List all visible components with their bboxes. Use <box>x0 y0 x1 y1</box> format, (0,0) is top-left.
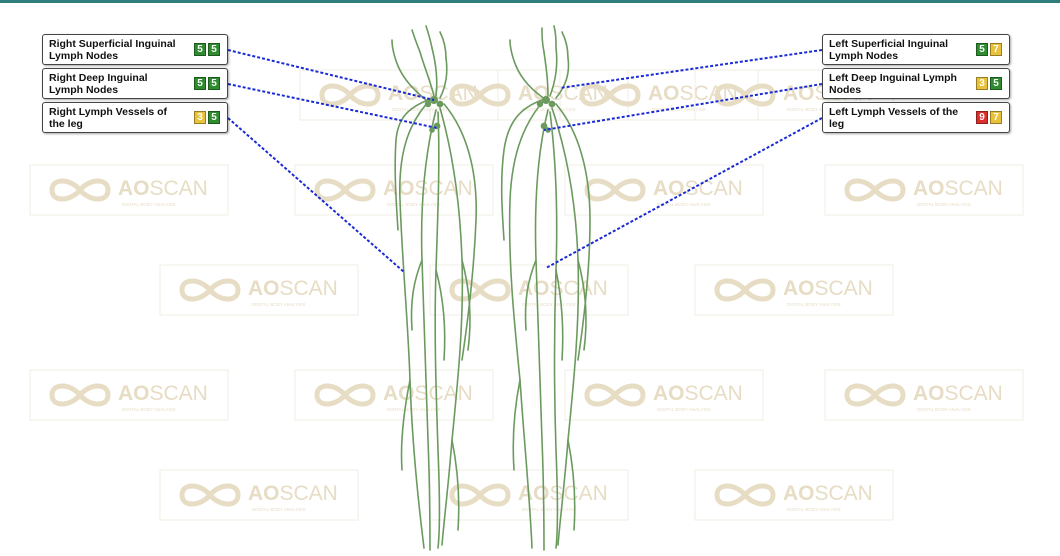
watermark-tagline: DIGITAL BODY ANALYSIS <box>522 302 576 307</box>
infinity-logo-icon <box>452 486 508 504</box>
infinity-logo-icon <box>587 386 643 404</box>
watermark-brand-text: AOSCAN <box>783 482 873 505</box>
watermark-tagline: DIGITAL BODY ANALYSIS <box>917 407 971 412</box>
label-line-1: Left Lymph Vessels of the <box>829 106 958 118</box>
connector-right-vessels <box>228 118 404 272</box>
watermark-logo: AOSCAN DIGITAL BODY ANALYSIS <box>30 165 228 215</box>
label-line-2: Lymph Nodes <box>829 50 898 62</box>
watermark-tagline: DIGITAL BODY ANALYSIS <box>252 507 306 512</box>
score-badge: 5 <box>194 43 206 56</box>
infinity-logo-icon <box>452 281 508 299</box>
watermark-tagline: DIGITAL BODY ANALYSIS <box>917 202 971 207</box>
score-badge: 3 <box>976 77 988 90</box>
watermark-brand-text: AOSCAN <box>913 177 1003 200</box>
watermark-logo: AOSCAN DIGITAL BODY ANALYSIS <box>825 370 1023 420</box>
label-line-1: Left Superficial Inguinal <box>829 38 948 50</box>
watermark-logo: AOSCAN DIGITAL BODY ANALYSIS <box>295 370 493 420</box>
infinity-logo-icon <box>317 386 373 404</box>
label-line-2: the leg <box>49 118 83 130</box>
watermark-logo: AOSCAN DIGITAL BODY ANALYSIS <box>565 165 763 215</box>
score-badge: 5 <box>208 111 220 124</box>
score-badge: 5 <box>208 43 220 56</box>
watermark-logo: AOSCAN DIGITAL BODY ANALYSIS <box>160 265 358 315</box>
label-line-2: Lymph Nodes <box>49 84 118 96</box>
watermark-tagline: DIGITAL BODY ANALYSIS <box>122 407 176 412</box>
watermark-brand-text: AOSCAN <box>518 277 608 300</box>
infinity-logo-icon <box>717 486 773 504</box>
infinity-logo-icon <box>322 86 378 104</box>
watermark-tagline: DIGITAL BODY ANALYSIS <box>522 107 576 112</box>
watermark-tagline: DIGITAL BODY ANALYSIS <box>387 407 441 412</box>
score-badge: 7 <box>990 111 1002 124</box>
infinity-logo-icon <box>717 281 773 299</box>
score-badge: 9 <box>976 111 988 124</box>
label-line-1: Right Superficial Inguinal <box>49 38 176 50</box>
watermark-brand-text: AOSCAN <box>248 482 338 505</box>
watermark-logo: AOSCAN DIGITAL BODY ANALYSIS <box>430 265 628 315</box>
label-line-2: Nodes <box>829 84 861 96</box>
watermark-tagline: DIGITAL BODY ANALYSIS <box>122 202 176 207</box>
watermark-tagline: DIGITAL BODY ANALYSIS <box>657 407 711 412</box>
score-badge: 3 <box>194 111 206 124</box>
watermark-brand-text: AOSCAN <box>653 382 743 405</box>
watermark-brand-text: AOSCAN <box>383 382 473 405</box>
infinity-logo-icon <box>317 181 373 199</box>
watermark-brand-text: AOSCAN <box>118 382 208 405</box>
score-badge: 5 <box>976 43 988 56</box>
watermark-tagline: DIGITAL BODY ANALYSIS <box>787 302 841 307</box>
watermark-logo: AOSCAN DIGITAL BODY ANALYSIS <box>825 165 1023 215</box>
label-line-1: Left Deep Inguinal Lymph <box>829 72 957 84</box>
watermark-logo: AOSCAN DIGITAL BODY ANALYSIS <box>160 470 358 520</box>
score-badge: 5 <box>990 77 1002 90</box>
watermark-brand-text: AOSCAN <box>248 277 338 300</box>
watermark-tagline: DIGITAL BODY ANALYSIS <box>392 107 446 112</box>
score-badge: 5 <box>208 77 220 90</box>
watermark-brand-text: AOSCAN <box>653 177 743 200</box>
watermark-tagline: DIGITAL BODY ANALYSIS <box>787 507 841 512</box>
infinity-logo-icon <box>182 486 238 504</box>
label-line-2: leg <box>829 118 844 130</box>
watermark-tagline: DIGITAL BODY ANALYSIS <box>252 302 306 307</box>
watermark-brand-text: AOSCAN <box>783 277 873 300</box>
watermark-logo: AOSCAN DIGITAL BODY ANALYSIS <box>695 265 893 315</box>
watermark-brand-text: AOSCAN <box>118 177 208 200</box>
label-line-1: Right Deep Inguinal <box>49 72 148 84</box>
score-badge: 7 <box>990 43 1002 56</box>
watermark-logo: AOSCAN DIGITAL BODY ANALYSIS <box>695 470 893 520</box>
watermark-logo: AOSCAN DIGITAL BODY ANALYSIS <box>30 370 228 420</box>
infinity-logo-icon <box>182 281 238 299</box>
label-line-2: Lymph Nodes <box>49 50 118 62</box>
infinity-logo-icon <box>587 181 643 199</box>
label-line-1: Right Lymph Vessels of <box>49 106 167 118</box>
infinity-logo-icon <box>52 181 108 199</box>
infinity-logo-icon <box>847 181 903 199</box>
watermark-logo: AOSCAN DIGITAL BODY ANALYSIS <box>565 370 763 420</box>
watermark-brand-text: AOSCAN <box>913 382 1003 405</box>
infinity-logo-icon <box>847 386 903 404</box>
watermark-tagline: DIGITAL BODY ANALYSIS <box>387 202 441 207</box>
infinity-logo-icon <box>52 386 108 404</box>
score-badge: 5 <box>194 77 206 90</box>
watermark-tagline: DIGITAL BODY ANALYSIS <box>657 202 711 207</box>
